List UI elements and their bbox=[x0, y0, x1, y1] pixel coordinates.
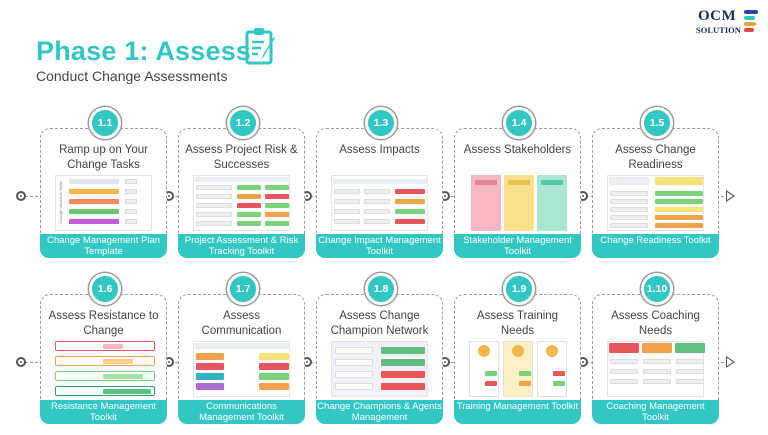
step-tool-link[interactable]: Resistance Management Toolkit bbox=[40, 400, 167, 424]
step-title: Assess Training Needs bbox=[476, 310, 559, 337]
step-badge: 1.6 bbox=[89, 273, 121, 305]
step-card-1-2[interactable]: 1.2 Assess Project Risk & Successes Proj… bbox=[178, 107, 305, 258]
stakeholder-grid-thumbnail bbox=[469, 175, 567, 231]
ocm-solution-logo: OCM SOLUTION bbox=[696, 4, 762, 40]
step-badge: 1.1 bbox=[89, 107, 121, 139]
step-tool-link[interactable]: Coaching Management Toolkit bbox=[592, 400, 719, 424]
step-tool-link[interactable]: Change Impact Management Toolkit bbox=[316, 234, 443, 258]
step-title: Ramp up on Your Change Tasks bbox=[59, 144, 148, 171]
step-badge: 1.8 bbox=[365, 273, 397, 305]
step-tool-link[interactable]: Change Champions & Agents Management bbox=[316, 400, 443, 424]
page-title: Phase 1: Assess bbox=[36, 36, 252, 66]
step-card-1-7[interactable]: 1.7 Assess Communication Communications … bbox=[178, 273, 305, 424]
step-badge: 1.5 bbox=[641, 107, 673, 139]
resistance-levels-thumbnail bbox=[55, 341, 155, 397]
step-badge: 1.7 bbox=[227, 273, 259, 305]
logo-text-ocm: OCM bbox=[698, 8, 737, 24]
logo-bars-icon bbox=[744, 10, 758, 34]
step-tool-link[interactable]: Change Readiness Toolkit bbox=[592, 234, 719, 258]
step-title: Assess Coaching Needs bbox=[611, 310, 700, 337]
risk-table-thumbnail bbox=[193, 175, 290, 231]
step-title: Assess Project Risk & Successes bbox=[185, 144, 298, 171]
step-title: Assess Communication bbox=[201, 310, 282, 337]
step-card-1-3[interactable]: 1.3 Assess Impacts Change Impact Managem… bbox=[316, 107, 443, 258]
arrow-end-icon bbox=[726, 190, 735, 202]
step-badge: 1.9 bbox=[503, 273, 535, 305]
step-card-1-5[interactable]: 1.5 Assess Change Readiness Change Readi… bbox=[592, 107, 719, 258]
step-tool-link[interactable]: Training Management Toolkit bbox=[454, 400, 581, 424]
impact-table-thumbnail bbox=[331, 175, 428, 231]
task-list-thumbnail: Change Workflow Tasks bbox=[55, 175, 152, 231]
step-card-1-1[interactable]: 1.1 Ramp up on Your Change Tasks Change … bbox=[40, 107, 167, 258]
champion-network-thumbnail bbox=[331, 341, 428, 397]
step-title: Assess Change Readiness bbox=[615, 144, 696, 171]
step-tool-link[interactable]: Communications Management Toolkit bbox=[178, 400, 305, 424]
step-badge: 1.2 bbox=[227, 107, 259, 139]
readiness-table-thumbnail bbox=[607, 175, 704, 231]
page-subtitle: Conduct Change Assessments bbox=[36, 68, 228, 84]
step-tool-link[interactable]: Project Assessment & Risk Tracking Toolk… bbox=[178, 234, 305, 258]
step-badge: 1.10 bbox=[641, 273, 673, 305]
connector-node-icon bbox=[16, 357, 26, 367]
communication-table-thumbnail bbox=[193, 341, 290, 397]
step-card-1-4[interactable]: 1.4 Assess Stakeholders Stakeholder Mana… bbox=[454, 107, 581, 258]
step-tool-link[interactable]: Stakeholder Management Toolkit bbox=[454, 234, 581, 258]
step-title: Assess Stakeholders bbox=[463, 144, 572, 156]
step-card-1-10[interactable]: 1.10 Assess Coaching Needs Coaching Mana… bbox=[592, 273, 719, 424]
step-badge: 1.4 bbox=[503, 107, 535, 139]
step-title: Assess Impacts bbox=[339, 144, 420, 156]
step-title: Assess Change Champion Network bbox=[330, 310, 429, 337]
step-tool-link[interactable]: Change Management Plan Template bbox=[40, 234, 167, 258]
coaching-table-thumbnail bbox=[607, 341, 705, 397]
step-badge: 1.3 bbox=[365, 107, 397, 139]
clipboard-icon bbox=[245, 28, 275, 65]
logo-text-solution: SOLUTION bbox=[696, 25, 741, 35]
training-cards-thumbnail bbox=[469, 341, 567, 397]
step-card-1-8[interactable]: 1.8 Assess Change Champion Network Chang… bbox=[316, 273, 443, 424]
step-card-1-6[interactable]: 1.6 Assess Resistance to Change Resistan… bbox=[40, 273, 167, 424]
step-title: Assess Resistance to Change bbox=[48, 310, 159, 337]
connector-node-icon bbox=[16, 191, 26, 201]
step-card-1-9[interactable]: 1.9 Assess Training Needs Training Manag… bbox=[454, 273, 581, 424]
thumb-side-label: Change Workflow Tasks bbox=[58, 181, 63, 224]
arrow-end-icon bbox=[726, 356, 735, 368]
